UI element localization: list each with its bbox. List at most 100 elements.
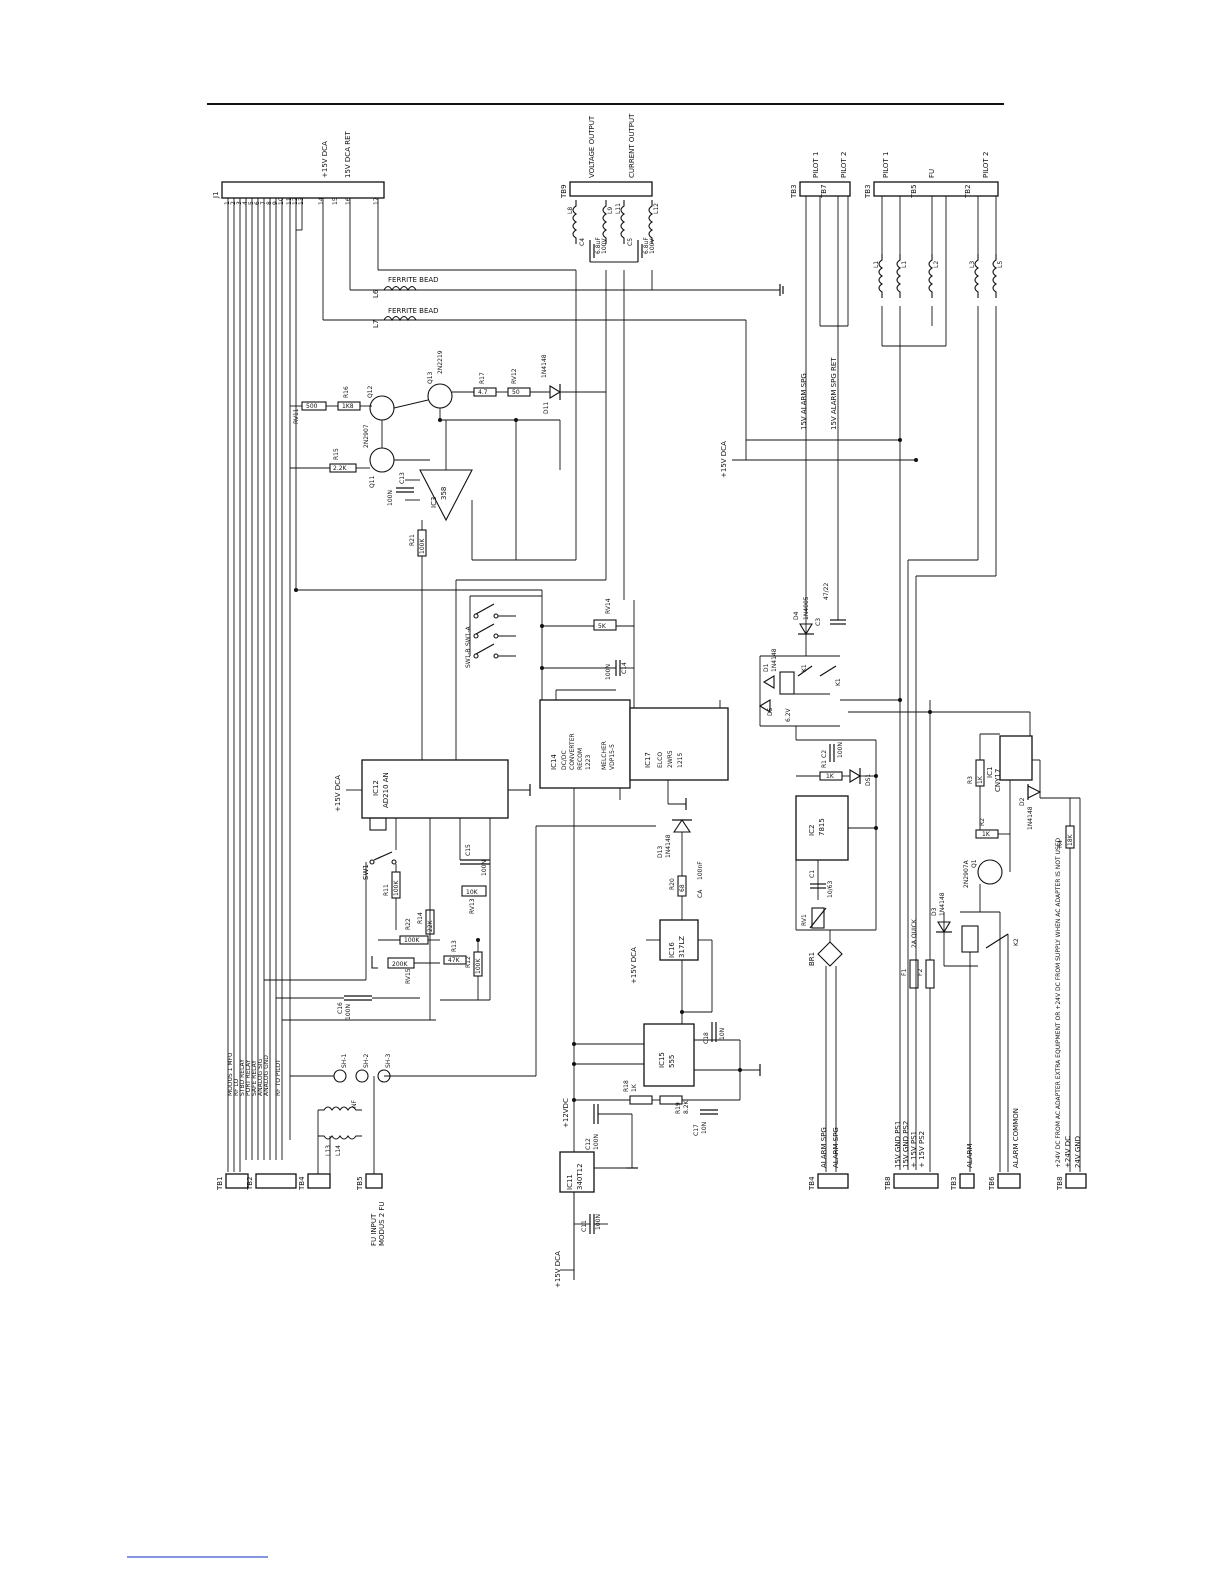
signal-label: ANALOG SIG bbox=[257, 1058, 264, 1096]
ic17-label: IC17 bbox=[644, 752, 652, 768]
c13-label: C13 bbox=[399, 472, 406, 484]
r21-label: R21 bbox=[409, 534, 416, 546]
r1-value: 1K bbox=[826, 773, 835, 780]
d5-value: 6.2V bbox=[785, 707, 792, 722]
pilot1-label-a: PILOT 1 bbox=[812, 152, 820, 178]
fu-input-label: FU INPUT bbox=[370, 1213, 378, 1246]
alarm-spg-ret-label: 15V ALARM SPG RET bbox=[830, 357, 838, 430]
d1-type: 1N4148 bbox=[771, 648, 778, 672]
ic14-line-4: 1223 bbox=[585, 755, 592, 770]
signal-label: RF TO PILOT bbox=[275, 1059, 282, 1096]
ic11-body bbox=[559, 1151, 595, 1193]
d1-label: D1 bbox=[763, 663, 770, 672]
d13-type: 1N4148 bbox=[665, 834, 672, 858]
ic17-line-1: ELCO bbox=[657, 752, 664, 768]
tb1-terminal bbox=[225, 1173, 249, 1189]
c5-value: 6.8uF bbox=[643, 237, 650, 254]
tb1-label: TB1 bbox=[216, 1176, 224, 1191]
j1-pin-label: 10 bbox=[278, 197, 285, 205]
v24-gnd-label: 24V GND bbox=[1074, 1136, 1082, 1168]
dcdc-converters: IC14 DC/DC CONVERTER RECOM 1223 MELCHER … bbox=[539, 689, 729, 1280]
sh2-terminal bbox=[355, 1069, 369, 1083]
r1-label: R1 bbox=[821, 760, 828, 768]
c17-label: C17 bbox=[693, 1124, 700, 1136]
ca-label: CA bbox=[697, 889, 704, 898]
ic2-type: 7815 bbox=[818, 818, 826, 836]
input-terminals: SH-1 SH-2 SH-3 L13 L14 NF TB1 TB2 TB4 TB… bbox=[216, 1054, 392, 1246]
signal-label: STBD RELAY bbox=[239, 1059, 246, 1096]
right-supply-label: +15V DCA bbox=[720, 441, 728, 478]
r17-label: R17 bbox=[479, 372, 486, 384]
c15-value: 100N bbox=[481, 860, 488, 876]
rv15-label: RV15 bbox=[405, 968, 412, 984]
ic14-alt-line-2: VDP15-5 bbox=[609, 744, 616, 770]
c5-voltage: 100V bbox=[649, 238, 656, 254]
ic15-body bbox=[643, 1023, 695, 1087]
v12-label: +12VDC bbox=[562, 1098, 570, 1128]
r20-label: R20 bbox=[669, 878, 676, 890]
tb8-label: TB8 bbox=[884, 1176, 892, 1191]
j1-pin-label: 9 bbox=[272, 201, 279, 205]
f2-label: F2 bbox=[917, 969, 924, 976]
ic12-supply-label: +15V DCA bbox=[334, 775, 342, 812]
c1-label: C1 bbox=[809, 870, 816, 878]
l6-label: L6 bbox=[372, 289, 380, 298]
l12-label: L12 bbox=[653, 203, 660, 214]
ic14-line-2: CONVERTER bbox=[569, 733, 576, 770]
r21-value: 100K bbox=[419, 538, 426, 554]
ic1-body bbox=[999, 735, 1033, 781]
ic16-body bbox=[659, 919, 699, 961]
l1-label-b: L1 bbox=[901, 261, 908, 268]
q1-type: 2N2907A bbox=[963, 859, 970, 888]
ic1-label: IC1 bbox=[986, 767, 994, 778]
tb3-tb5-tb2-terminal bbox=[873, 181, 999, 197]
j1-return-label: 15V DCA RET bbox=[344, 131, 352, 178]
j1-pin-label: 15 bbox=[332, 197, 339, 205]
junction-dots bbox=[294, 418, 932, 1102]
r14-label: R14 bbox=[417, 912, 424, 924]
r18-value: 1K bbox=[631, 1083, 638, 1092]
rv14-label: RV14 bbox=[605, 598, 612, 614]
ic12-label: IC12 bbox=[372, 780, 380, 796]
tb8-supply-label: TB8 bbox=[1056, 1176, 1064, 1191]
ic12-type: AD210 AN bbox=[382, 772, 390, 808]
f2-fuse bbox=[925, 959, 935, 989]
ic3-type: 358 bbox=[440, 487, 448, 500]
rv15-value: 200K bbox=[392, 961, 408, 968]
ps-line-4: + 15V PS2 bbox=[918, 1131, 926, 1168]
alarm-bottom-label: ALARM bbox=[966, 1143, 974, 1168]
tb2-label: TB2 bbox=[246, 1176, 254, 1191]
c13-value: 100N bbox=[387, 490, 394, 506]
rv1-varistor bbox=[811, 907, 825, 929]
c18-value: 10N bbox=[719, 1028, 726, 1040]
tb4-right-label: TB4 bbox=[808, 1176, 816, 1191]
q12-type: 2N2907 bbox=[363, 424, 370, 448]
l1-label-a: L1 bbox=[873, 261, 880, 268]
br1-label: BR1 bbox=[808, 952, 816, 966]
ic12-section: IC12 AD210 AN +15V DCA bbox=[334, 579, 606, 1020]
fu-label-right: FU bbox=[928, 169, 936, 178]
right-terminals-top: TB3 PILOT 1 TB7 PILOT 2 TB3 PILOT 1 TB5 … bbox=[720, 152, 1004, 1170]
rv11-label: RV11 bbox=[293, 408, 300, 424]
ps-line-1: 15V GND PS1 bbox=[894, 1121, 902, 1168]
j1-pin-label: 2 bbox=[230, 201, 237, 205]
c2-value: 100N bbox=[837, 742, 844, 758]
q11-label: Q11 bbox=[369, 475, 376, 488]
c4-voltage: 100V bbox=[601, 238, 608, 254]
ic12-pin-block bbox=[369, 817, 387, 831]
ic1-type: CNY17 bbox=[994, 769, 1002, 792]
rv12-value: 50 bbox=[512, 389, 520, 396]
tb2-label-right: TB2 bbox=[964, 184, 972, 199]
tb3-bottom-terminal bbox=[959, 1173, 975, 1189]
r17-value: 4.7 bbox=[478, 389, 488, 396]
sw1a-label: SW1-A bbox=[465, 625, 472, 646]
d11-diode bbox=[549, 385, 562, 399]
l5-label: L5 bbox=[997, 261, 1004, 268]
c1-value: 10/63 bbox=[827, 881, 834, 898]
ic11-type: 340T12 bbox=[576, 1163, 584, 1190]
regulator-section: C2 100N 1K R1 DS1 IC2 7815 C1 10/63 RV1 … bbox=[795, 742, 876, 1172]
ps-line-2: 15V GND PS2 bbox=[902, 1121, 910, 1168]
ic17-line-2: 2WR5 bbox=[667, 750, 674, 768]
q13-label: Q13 bbox=[427, 371, 434, 384]
